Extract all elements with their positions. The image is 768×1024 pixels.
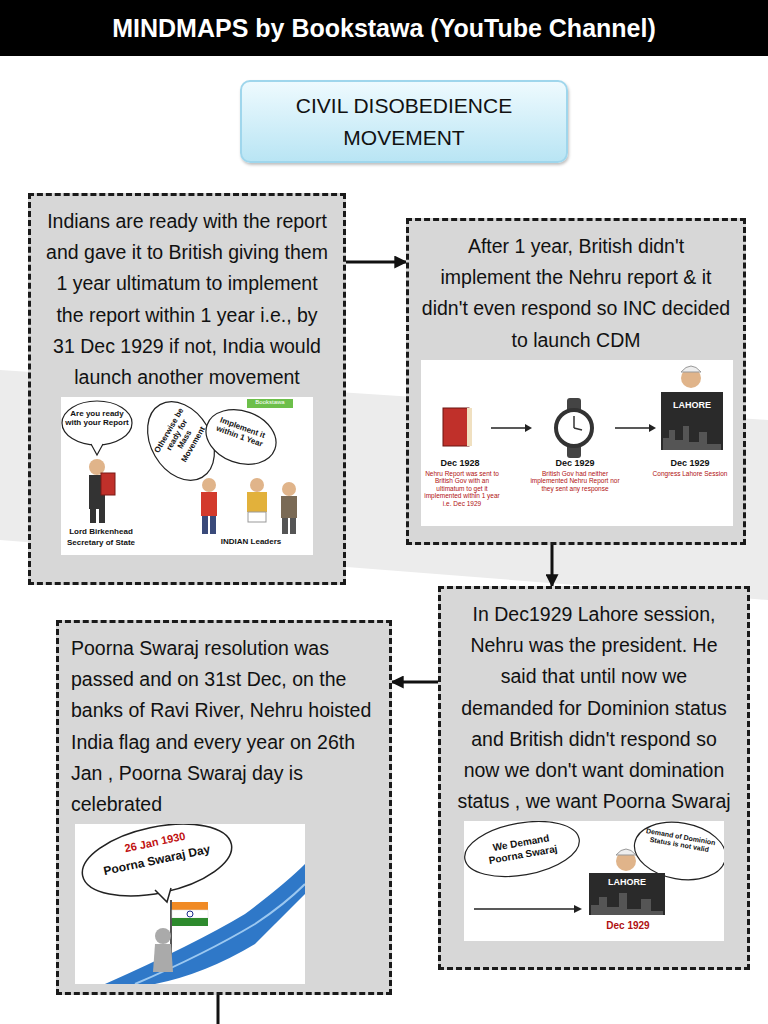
illustration-label: Dec 1929 — [588, 920, 668, 932]
illustration-label: British Gov had neither implemented Nehr… — [529, 470, 621, 492]
note-box: Poorna Swaraj resolution was passed and … — [56, 620, 392, 995]
title-banner: MINDMAPS by Bookstawa (YouTube Channel) — [0, 0, 768, 56]
note-text: Poorna Swaraj resolution was passed and … — [71, 633, 377, 820]
note-box: Indians are ready with the report and ga… — [28, 193, 346, 585]
timeline-illustration: Dec 1928Nehru Report was sent to British… — [421, 360, 733, 526]
illustration-label: Dec 1929 — [647, 458, 733, 468]
flow-arrow — [551, 545, 554, 586]
illustration-label: Nehru Report was sent to British Gov wit… — [421, 470, 503, 507]
topic-box: CIVIL DISOBEDIENCE MOVEMENT — [240, 80, 568, 163]
title-text: MINDMAPS by Bookstawa (YouTube Channel) — [112, 14, 656, 43]
illustration-label: Secretary of State — [61, 538, 141, 547]
note-box: After 1 year, British didn't implement t… — [406, 218, 746, 545]
note-text: In Dec1929 Lahore session, Nehru was the… — [453, 599, 735, 817]
illustration-label: LAHORE — [662, 400, 722, 410]
illustration-label: Lord Birkenhead — [61, 527, 141, 536]
illustration-label: Are you ready with your Report — [65, 409, 129, 427]
ultimatum-illustration: Are you ready with your ReportOtherwise … — [61, 397, 313, 555]
topic-text: CIVIL DISOBEDIENCE MOVEMENT — [256, 90, 552, 153]
illustration-label: Dec 1929 — [529, 458, 621, 468]
illustration-label: Bookstawa — [247, 399, 293, 406]
note-box: In Dec1929 Lahore session, Nehru was the… — [438, 586, 750, 970]
illustration-label: INDIAN Leaders — [201, 537, 301, 546]
lahore-illustration: We Demand Poorna SwarajDemand of Dominio… — [464, 821, 724, 941]
note-text: After 1 year, British didn't implement t… — [421, 231, 731, 356]
flow-arrow — [346, 261, 406, 264]
note-text: Indians are ready with the report and ga… — [43, 206, 331, 393]
flag-illustration: 26 Jan 1930Poorna Swaraj Day — [75, 824, 305, 984]
illustration-label: Congress Lahore Session — [647, 470, 733, 477]
illustration-label: LAHORE — [592, 877, 662, 887]
illustration-label: Dec 1928 — [421, 458, 499, 468]
flow-arrow — [392, 681, 438, 684]
